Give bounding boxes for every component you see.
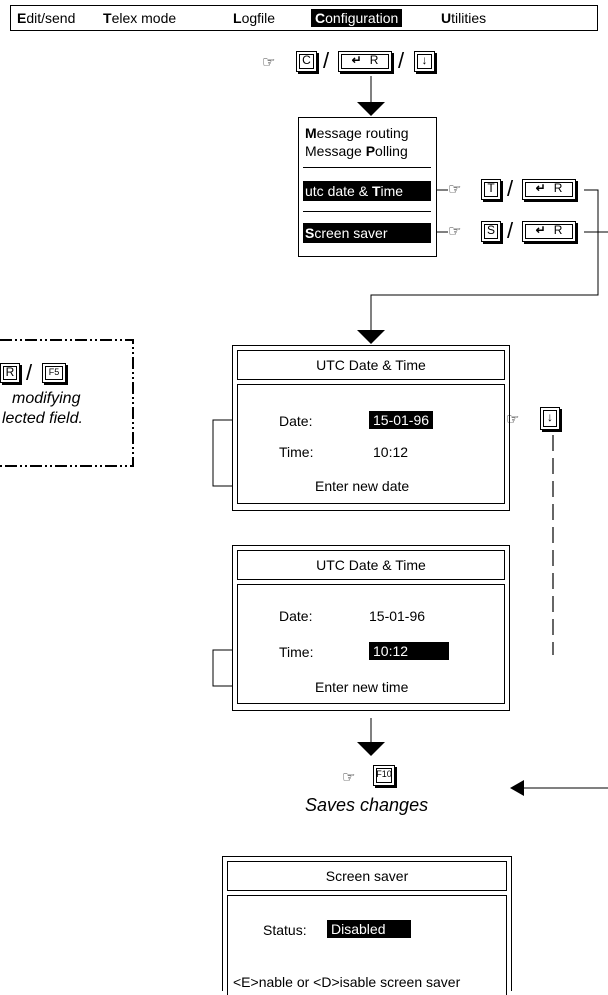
utc-dialog-date: UTC Date & Time Date: 15-01-96 Time: 10:…	[232, 345, 510, 511]
hint-text: Enter new time	[315, 679, 409, 695]
key-f5[interactable]: F5	[42, 363, 66, 383]
separator-slash: /	[26, 360, 33, 385]
dialog-body	[237, 384, 505, 504]
dialog-body	[227, 895, 507, 995]
pointing-hand-icon: ☞	[448, 181, 462, 198]
menu-telex-mode[interactable]: Telex mode	[103, 10, 177, 26]
key-f10[interactable]: F10	[373, 765, 395, 786]
key-enter[interactable]: R	[0, 363, 20, 383]
menu-item-message-routing[interactable]: Message routing	[305, 125, 409, 141]
note-text-line1: modifying	[12, 390, 81, 407]
menu-item-screen-saver[interactable]: Screen saver	[303, 223, 431, 243]
menu-divider	[303, 211, 431, 212]
date-label: Date:	[279, 608, 313, 624]
pointing-hand-icon: ☞	[448, 223, 462, 240]
time-field[interactable]: 10:12	[373, 444, 409, 460]
menu-divider	[303, 167, 431, 168]
menu-item-utc-date-time[interactable]: utc date & Time	[303, 181, 431, 201]
status-label: Status:	[263, 922, 307, 938]
pointing-hand-icon: ☞	[506, 411, 520, 428]
dialog-body	[237, 584, 505, 704]
separator-slash: /	[398, 48, 405, 73]
separator-slash: /	[323, 48, 330, 73]
separator-slash: /	[507, 176, 514, 201]
dialog-title: Screen saver	[227, 861, 507, 891]
menu-bar: Edit/send Telex mode Logfile Configurati…	[10, 5, 598, 31]
menu-configuration[interactable]: Configuration	[311, 9, 403, 27]
key-enter[interactable]: ↵R	[522, 179, 576, 200]
note-box-border	[0, 339, 134, 467]
configuration-submenu: Message routing Message Polling utc date…	[298, 117, 437, 257]
date-field[interactable]: 15-01-96	[369, 608, 426, 624]
key-t[interactable]: T	[481, 179, 501, 200]
dialog-title: UTC Date & Time	[237, 350, 505, 380]
note-text-line2: lected field.	[2, 410, 83, 427]
key-arrow-down[interactable]: ↓	[540, 407, 560, 430]
time-field[interactable]: 10:12	[369, 642, 449, 660]
key-arrow-down[interactable]: ↓	[414, 51, 435, 72]
menu-edit-send[interactable]: Edit/send	[17, 10, 76, 26]
key-enter[interactable]: ↵R	[522, 221, 576, 242]
dialog-title: UTC Date & Time	[237, 550, 505, 580]
save-caption: Saves changes	[305, 795, 429, 815]
hint-text: Enter new date	[315, 478, 410, 494]
key-enter[interactable]: ↵R	[338, 51, 392, 72]
menu-utilities[interactable]: Utilities	[441, 10, 487, 26]
time-label: Time:	[279, 444, 314, 460]
date-field[interactable]: 15-01-96	[369, 411, 434, 429]
status-field[interactable]: Disabled	[327, 920, 411, 938]
menu-item-message-polling[interactable]: Message Polling	[305, 143, 408, 159]
key-s[interactable]: S	[481, 221, 501, 242]
menu-logfile[interactable]: Logfile	[233, 10, 276, 26]
hint-text: <E>nable or <D>isable screen saver	[233, 974, 461, 990]
time-label: Time:	[279, 644, 314, 660]
key-c[interactable]: C	[296, 51, 317, 72]
utc-dialog-time: UTC Date & Time Date: 15-01-96 Time: 10:…	[232, 545, 510, 711]
screen-saver-dialog: Screen saver Status: Disabled <E>nable o…	[222, 856, 512, 995]
pointing-hand-icon: ☞	[262, 54, 276, 71]
separator-slash: /	[507, 218, 514, 243]
date-label: Date:	[279, 413, 313, 429]
pointing-hand-icon: ☞	[342, 769, 356, 786]
